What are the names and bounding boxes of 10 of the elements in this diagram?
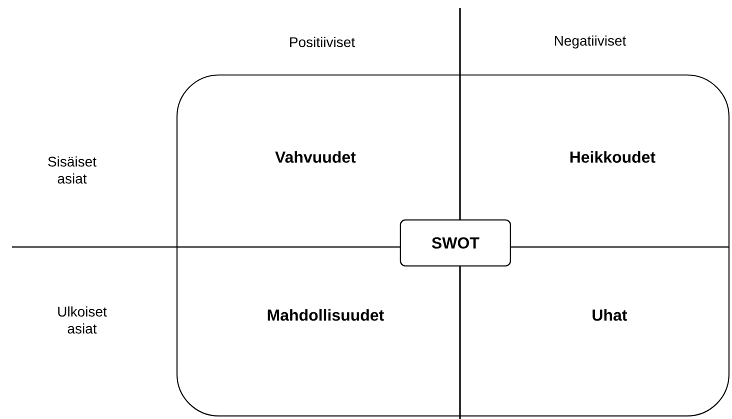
- quadrant-title: Uhat: [592, 309, 628, 321]
- row-heading: Sisäiset asiat: [48, 156, 96, 184]
- rounded-frame: [176, 74, 730, 417]
- quadrant-title: Heikkoudet: [570, 151, 656, 163]
- quadrant-title: Mahdollisuudet: [268, 309, 384, 321]
- axis-heading: Negatiiviset: [554, 35, 626, 48]
- center-box: SWOT: [400, 219, 512, 267]
- quadrant-title: Vahvuudet: [275, 151, 356, 163]
- axis-heading: Positiiviset: [290, 36, 355, 48]
- row-heading: Ulkoiset asiat: [58, 306, 107, 334]
